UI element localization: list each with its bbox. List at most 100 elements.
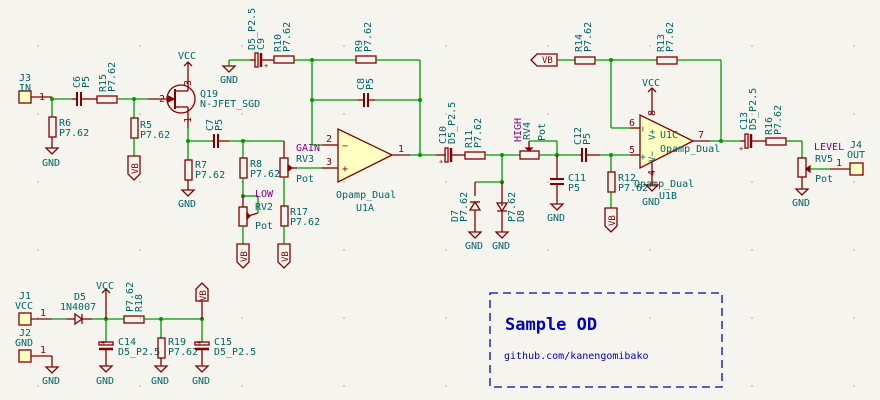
r18-value: P7.62 [125,282,136,312]
resistor-r17[interactable]: R17 P7.62 [280,205,320,244]
rv3-label: GAIN [296,143,320,154]
gnd-label: GND [151,376,169,387]
c11-ref: C11 [568,173,586,184]
svg-text:+: + [439,158,443,166]
diode-d5[interactable]: D5 1N4007 [60,292,96,326]
connector-j4[interactable]: J4 OUT 1 [830,140,865,176]
capacitor-c7[interactable]: C7 P5 [205,119,229,148]
vcc-symbol: VCC [96,281,114,319]
j1-value: VCC [15,301,33,312]
j1-pin: 1 [40,308,46,319]
resistor-r8[interactable]: R8 P7.62 [239,141,280,196]
r11-value: P7.62 [473,118,484,148]
connector-j1[interactable]: J1 VCC 1 [15,291,52,326]
grid-dot [547,45,549,47]
capacitor-c15[interactable]: + C15 D5_P2.5 [194,319,256,366]
grid-dot [343,385,345,387]
capacitor-c12[interactable]: C12 P5 [573,127,600,162]
diode-d7[interactable]: D7 P7.62 [450,182,482,232]
grid-dot [241,317,243,319]
subtitle-text: github.com/kanengomibako [504,351,649,362]
j3-value: IN [19,83,31,94]
grid-dot [37,249,39,251]
gnd-label: GND [96,376,114,387]
r7-value: P7.62 [195,170,225,181]
diode-d8[interactable]: P7.62 D8 [495,182,527,232]
q19-value: N-JFET_SGD [200,99,260,110]
u1c-ref: U1C [660,130,678,141]
connector-j2[interactable]: J2 GND 1 [15,328,53,367]
gnd-symbol: GND [42,147,60,169]
gnd-label: GND [42,158,60,169]
svg-text:+: + [739,145,743,153]
opamp-u1a[interactable]: − + 2 3 1 Opamp_Dual U1A [322,127,410,214]
gnd-label: GND [642,197,660,208]
pot-rv3-gain[interactable]: GAIN RV3 Pot [279,141,320,206]
d7-ref: D7 [450,210,461,222]
resistor-r15[interactable]: R15 P7.62 [96,62,118,104]
resistor-r11[interactable]: R11 P7.62 [464,118,486,160]
resistor-r13[interactable]: R13 P7.62 [656,22,678,65]
j4-value: OUT [847,150,865,161]
resistor-r6[interactable]: R6 P7.62 [48,99,89,148]
vb-label: VB [127,155,141,181]
c10-value: D5_P2.5 [447,102,458,144]
resistor-r16[interactable]: R16 P7.62 [764,105,787,146]
u1c-plus: + [638,154,649,160]
vb-text: VB [199,290,209,301]
capacitor-c8[interactable]: C8 P5 [356,78,376,107]
grid-dot [445,181,447,183]
capacitor-c14[interactable]: + C14 D5_P2.5 [98,319,160,366]
grid-dot [853,385,855,387]
grid-dot [37,113,39,115]
resistor-r5[interactable]: R5 P7.62 [130,99,170,156]
u1c-minus: − [638,126,649,132]
c8-ref: C8 [356,78,367,90]
vb-label: VB [604,207,618,233]
pot-rv2-low[interactable]: LOW RV2 Pot [238,189,274,244]
c14-value: D5_P2.5 [118,347,160,358]
jfet-q19[interactable]: 2 3 1 Q19 N-JFET_SGD [148,77,260,128]
c6-ref: C6 [72,76,83,88]
pot-rv5-level[interactable]: LEVEL RV5 Pot [797,142,844,189]
vb-text: VB [608,215,618,226]
resistor-r18[interactable]: P7.62 R18 [123,282,145,324]
resistor-r19[interactable]: R19 P7.62 [157,319,198,366]
grid-dot [445,385,447,387]
resistor-r9[interactable]: R9 P7.62 [354,22,377,64]
capacitor-c10[interactable]: + C10 D5_P2.5 [436,102,465,166]
capacitor-c9[interactable]: + D5_P2.5 C9 [247,8,274,70]
gnd-label: GND [42,376,60,387]
resistor-r7[interactable]: R7 P7.62 [184,141,225,190]
resistor-r10[interactable]: R10 P7.62 [273,22,295,64]
opamp-u1c[interactable]: 6 5 7 8 4 V+ V− − + U1C Opamp_Dual Opamp… [629,110,720,202]
c13-ref: C13 [739,112,750,130]
r17-value: P7.62 [290,217,320,228]
title-block: Sample OD github.com/kanengomibako [489,292,723,388]
r13-value: P7.62 [665,22,676,52]
q19-pin3: 3 [183,80,194,86]
grid-dot [139,45,141,47]
c9-value: D5_P2.5 [247,8,258,50]
resistor-r12[interactable]: R12 P7.62 [607,155,648,208]
c6-value: P5 [81,76,92,88]
capacitor-c6[interactable]: C6 P5 [72,76,97,106]
grid-dot [343,181,345,183]
u1a-plus: + [342,164,348,175]
connector-j3[interactable]: J3 IN 1 [18,73,52,104]
grid-dot [853,317,855,319]
q19-pin2: 2 [159,94,165,105]
capacitor-c13[interactable]: + C13 D5_P2.5 [739,88,766,153]
pot-rv4-high[interactable]: HIGH RV4 Pot [513,118,548,160]
r19-ref: R19 [168,337,186,348]
grid-dot [343,317,345,319]
grid-dots [37,45,855,387]
rv4-ref: RV4 [522,122,533,140]
j2-pin: 1 [40,345,46,356]
capacitor-c11[interactable]: C11 P5 [550,155,586,204]
r14-value: P7.62 [583,22,594,52]
vcc-symbol: VCC [642,78,660,115]
d7-value: P7.62 [459,192,470,222]
resistor-r14[interactable]: R14 P7.62 [574,22,596,65]
vb-label[interactable]: VB [530,53,558,67]
